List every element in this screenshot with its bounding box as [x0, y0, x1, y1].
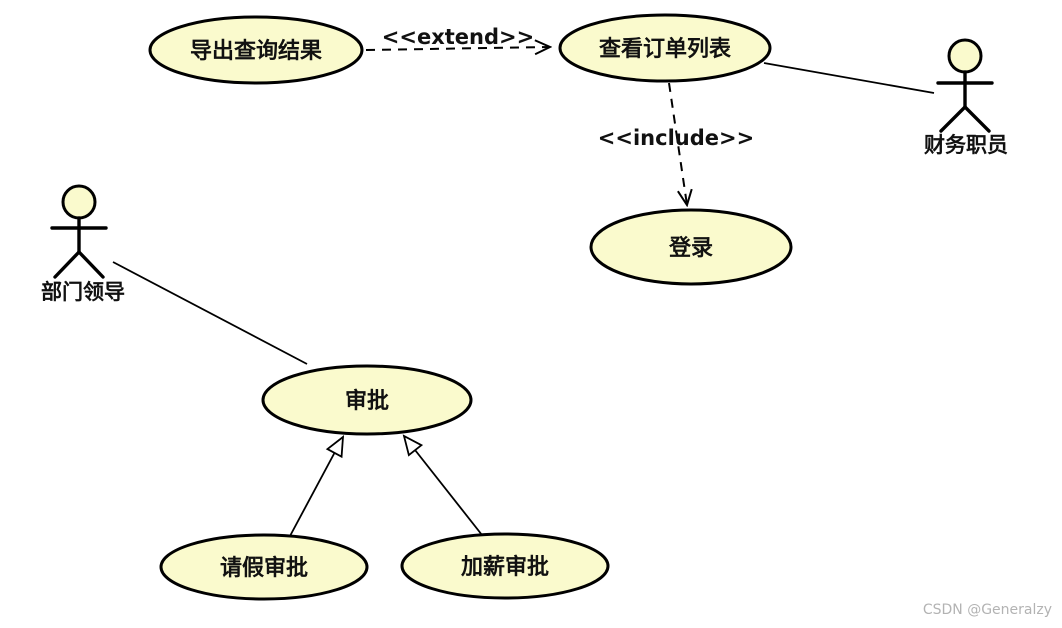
edge-generalization-leave-approval: [289, 437, 343, 537]
watermark: CSDN @Generalzy: [923, 602, 1052, 618]
use-case-leave-approval: 请假审批: [159, 533, 369, 601]
actor-label: 部门领导: [41, 280, 125, 304]
use-case-ellipse: [589, 208, 793, 286]
edge-generalization-raise-approval: [404, 436, 483, 536]
use-case-label: 加薪审批: [460, 554, 549, 580]
use-case-view-orders: 查看订单列表: [558, 13, 772, 83]
use-case-ellipse: [261, 364, 473, 436]
use-case-login: 登录: [589, 208, 793, 286]
use-case-approval: 审批: [261, 364, 473, 436]
actor-leg-left: [53, 250, 81, 279]
use-case-label: 请假审批: [220, 555, 308, 581]
use-case-ellipse: [148, 15, 364, 85]
use-case-ellipse: [159, 533, 369, 601]
actor-leg-left: [939, 105, 967, 133]
actor-finance-staff: 财务职员: [924, 38, 1008, 157]
actor-department-leader: 部门领导: [41, 184, 125, 304]
include-dashed-arrow: [668, 82, 687, 205]
use-case-ellipse: [558, 13, 772, 83]
include-stereotype-label: <<include>>: [598, 126, 754, 150]
use-case-label: 导出查询结果: [190, 38, 322, 64]
use-case-label: 审批: [345, 388, 389, 414]
actor-leg-right: [963, 105, 991, 133]
use-case-label: 登录: [668, 236, 713, 261]
extend-stereotype-label: <<extend>>: [382, 25, 534, 49]
edge-extend: <<extend>>: [365, 25, 550, 50]
use-case-raise-approval: 加薪审批: [400, 532, 610, 600]
actor-label: 财务职员: [924, 133, 1008, 157]
edge-association-department-leader-approval: [112, 261, 308, 365]
edge-association-finance-staff-view-orders: [763, 62, 935, 94]
use-case-ellipse: [400, 532, 610, 600]
actor-head-icon: [947, 38, 983, 74]
edge-include: <<include>>: [598, 82, 754, 205]
use-case-export-results: 导出查询结果: [148, 15, 364, 85]
actor-head-icon: [61, 184, 97, 220]
use-case-label: 查看订单列表: [599, 37, 732, 62]
actor-leg-right: [77, 250, 105, 279]
